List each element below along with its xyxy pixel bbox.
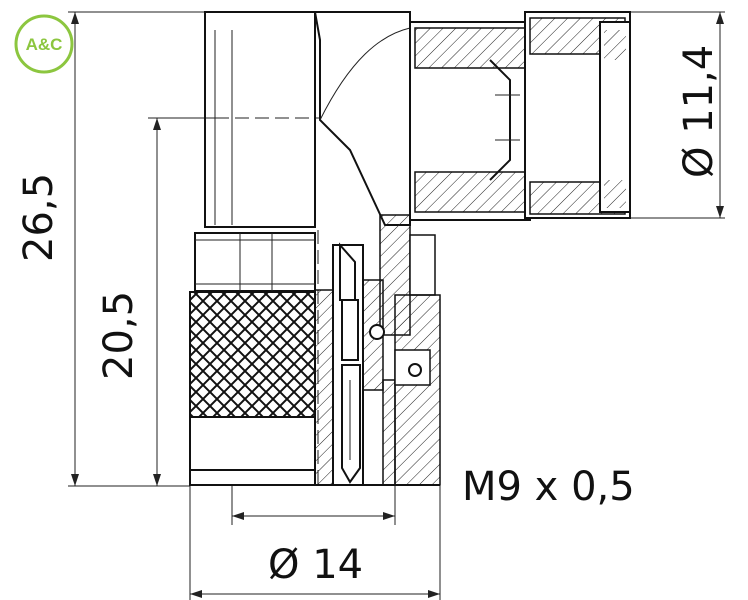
dim-outlet-diameter: Ø 11,4 [676, 45, 722, 178]
company-logo: A&C [14, 14, 74, 74]
dim-thread: M9 x 0,5 [462, 464, 635, 510]
knurled-nut [189, 291, 316, 486]
logo-ring [14, 14, 74, 74]
logo-text: A&C [26, 35, 63, 54]
dim-nut-diameter: Ø 14 [268, 542, 363, 588]
dimension-labels: 26,5 20,5 Ø 11,4 M9 x 0,5 Ø 14 [16, 45, 722, 588]
dim-body-height: 20,5 [96, 291, 142, 380]
contact-section [314, 242, 441, 486]
outlet-section [409, 11, 631, 221]
hex-nut [194, 232, 316, 292]
dim-overall-height: 26,5 [16, 173, 62, 262]
dimension-lines [68, 11, 725, 600]
cable-housing [204, 11, 411, 228]
